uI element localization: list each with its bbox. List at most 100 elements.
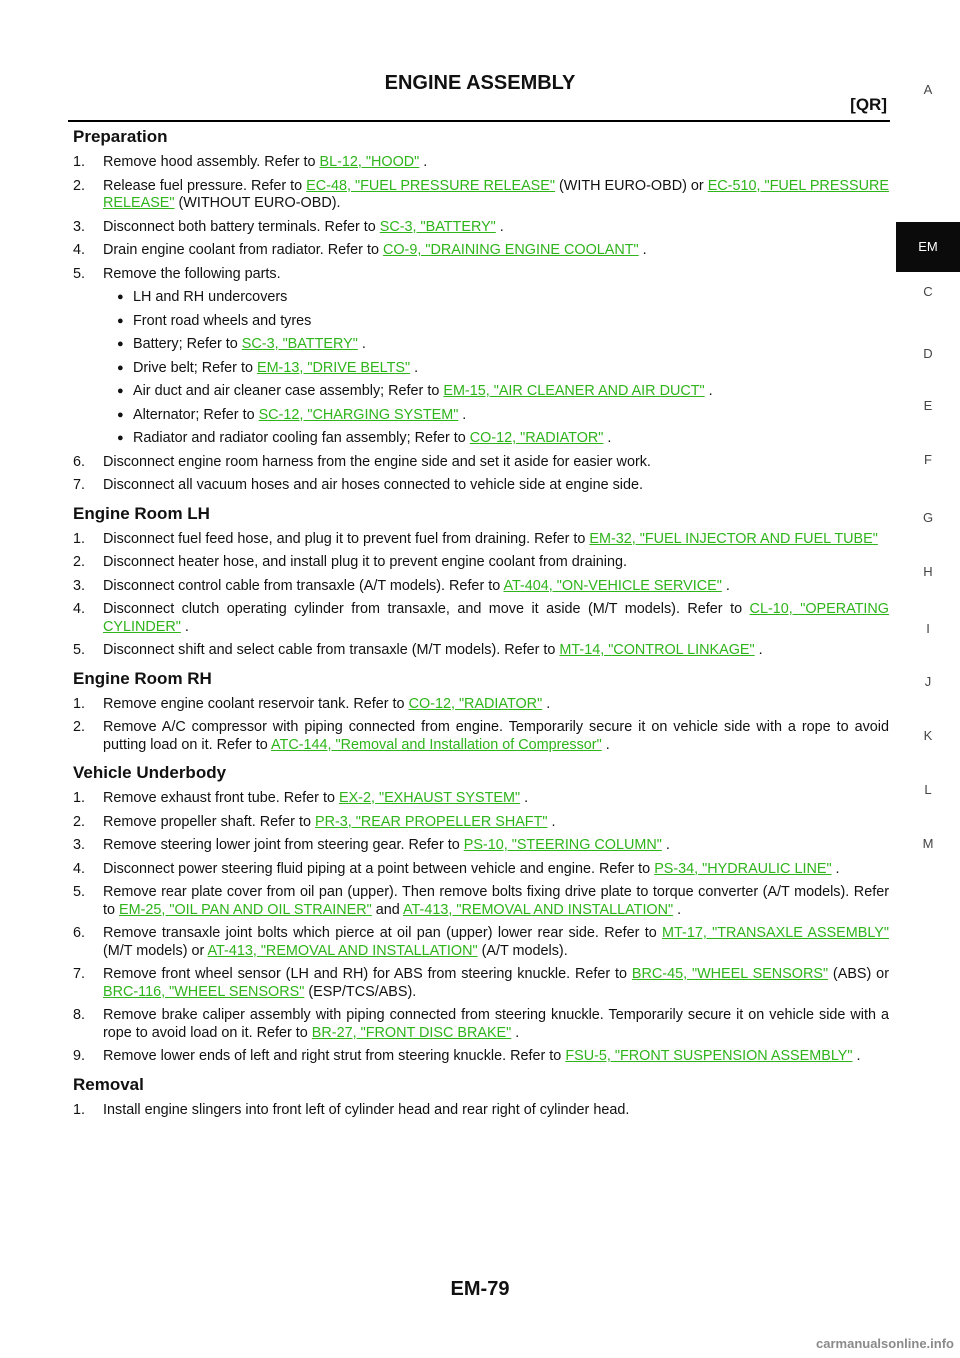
cross-reference-link[interactable]: PS-10, "STEERING COLUMN" <box>463 837 662 853</box>
step-body: Remove A/C compressor with piping connec… <box>103 719 889 753</box>
section-tab-em[interactable]: EM <box>896 222 960 272</box>
cross-reference-link[interactable]: CO-12, "RADIATOR" <box>408 695 543 712</box>
step-text: Release fuel pressure. Refer to <box>103 177 307 194</box>
step-text: Install engine slingers into front left … <box>103 1101 630 1118</box>
cross-reference-link[interactable]: EC-510, "FUEL PRESSURE RELEASE" <box>103 177 890 212</box>
cross-reference-link[interactable]: CO-12, "RADIATOR" <box>469 430 604 446</box>
step-text: . <box>603 430 612 446</box>
step-number: 6. <box>73 453 86 470</box>
step-body: Disconnect shift and select cable from t… <box>103 642 763 658</box>
cross-reference-link[interactable]: MT-14, "CONTROL LINKAGE" <box>559 642 755 658</box>
cross-reference-link[interactable]: BL-12, "HOOD" <box>319 154 420 170</box>
step-item: 6. Disconnect engine room harness from th… <box>73 454 889 472</box>
section-tab-m[interactable]: M <box>922 836 934 851</box>
bullet-icon: ● <box>117 385 124 397</box>
step-list: 1.Remove exhaust front tube. Refer to EX… <box>73 790 889 1066</box>
section-tab-c[interactable]: C <box>923 284 933 299</box>
step-body: Disconnect heater hose, and install plug… <box>103 554 627 570</box>
step-item: 4.Drain engine coolant from radiator. Re… <box>73 242 889 260</box>
step-item: 7.Remove front wheel sensor (LH and RH) … <box>73 966 889 1001</box>
step-text: Remove propeller shaft. Refer to <box>103 813 315 830</box>
section-tab-a[interactable]: A <box>923 82 933 97</box>
step-body: Remove exhaust front tube. Refer to EX-2… <box>103 790 528 806</box>
cross-reference-link[interactable]: SC-3, "BATTERY" <box>379 218 496 235</box>
step-body: Disconnect both battery terminals. Refer… <box>103 219 504 235</box>
cross-reference-link[interactable]: AT-404, "ON-VEHICLE SERVICE" <box>503 577 722 594</box>
step-number: 6. <box>73 925 86 941</box>
cross-reference-link[interactable]: EC-48, "FUEL PRESSURE RELEASE" <box>306 177 555 194</box>
cross-reference-link[interactable]: FSU-5, "FRONT SUSPENSION ASSEMBLY" <box>565 1048 853 1064</box>
step-item: 3.Disconnect control cable from transaxl… <box>73 578 889 596</box>
step-item: 9.Remove lower ends of left and right st… <box>73 1048 889 1066</box>
step-text: Drain engine coolant from radiator. Refe… <box>103 242 383 258</box>
section-tab-j[interactable]: J <box>924 674 932 689</box>
section-heading: Removal <box>73 1074 144 1094</box>
cross-reference-link[interactable]: MT-17, "TRANSAXLE ASSEMBLY" <box>662 925 889 941</box>
step-body: Disconnect clutch operating cylinder fro… <box>103 601 889 635</box>
cross-reference-link[interactable]: AT-413, "REMOVAL AND INSTALLATION" <box>403 901 674 918</box>
bullet-list: ●LH and RH undercovers●Front road wheels… <box>103 289 889 448</box>
cross-reference-link[interactable]: SC-3, "BATTERY" <box>241 336 358 352</box>
cross-reference-link[interactable]: EX-2, "EXHAUST SYSTEM" <box>338 790 521 806</box>
section-code: [QR] <box>850 95 887 114</box>
step-item: 2.Disconnect heater hose, and install pl… <box>73 554 889 572</box>
step-text: Disconnect fuel feed hose, and plug it t… <box>103 530 590 547</box>
section-tab-h[interactable]: H <box>923 564 933 579</box>
step-text: . <box>852 1048 861 1064</box>
cross-reference-link[interactable]: ATC-144, "Removal and Installation of Co… <box>271 736 602 753</box>
step-text: . <box>673 901 682 918</box>
step-body: Remove lower ends of left and right stru… <box>103 1048 860 1064</box>
cross-reference-link[interactable]: CO-9, "DRAINING ENGINE COOLANT" <box>382 242 639 258</box>
step-item: 8.Remove brake caliper assembly with pip… <box>73 1007 889 1042</box>
step-text: . <box>661 837 670 853</box>
step-number: 1. <box>73 154 86 170</box>
bullet-icon: ● <box>117 432 124 444</box>
cross-reference-link[interactable]: BRC-116, "WHEEL SENSORS" <box>103 983 305 1000</box>
section-tab-f[interactable]: F <box>924 452 932 467</box>
step-item: 3. Disconnect both battery terminals. Ref… <box>73 219 889 237</box>
step-item: 2.Remove propeller shaft. Refer to PR-3,… <box>73 814 889 832</box>
step-text: . <box>495 218 504 235</box>
step-body: Remove rear plate cover from oil pan (up… <box>103 884 889 918</box>
cross-reference-link[interactable]: BRC-45, "WHEEL SENSORS" <box>631 966 829 982</box>
cross-reference-link[interactable]: PS-34, "HYDRAULIC LINE" <box>654 860 832 877</box>
step-body: Remove transaxle joint bolts which pierc… <box>103 925 889 959</box>
cross-reference-link[interactable]: AT-413, "REMOVAL AND INSTALLATION" <box>207 942 478 959</box>
cross-reference-link[interactable]: EM-13, "DRIVE BELTS" <box>256 359 411 376</box>
step-list: 1.Remove engine coolant reservoir tank. … <box>73 696 889 755</box>
step-body: Remove steering lower joint from steerin… <box>103 837 670 853</box>
cross-reference-link[interactable]: SC-12, "CHARGING SYSTEM" <box>258 406 459 423</box>
watermark: carmanualsonline.info <box>816 1336 954 1351</box>
section-tab-i[interactable]: I <box>926 621 930 636</box>
cross-reference-link[interactable]: EM-32, "FUEL INJECTOR AND FUEL TUBE" <box>589 530 878 547</box>
cross-reference-link[interactable]: PR-3, "REAR PROPELLER SHAFT" <box>314 813 548 830</box>
section-tab-l[interactable]: L <box>924 782 932 797</box>
cross-reference-link[interactable]: CL-10, "OPERATING CYLINDER" <box>103 601 890 635</box>
section-tab-k[interactable]: K <box>923 728 933 743</box>
page-title: ENGINE ASSEMBLY <box>384 72 576 94</box>
section-heading: Engine Room LH <box>73 503 210 523</box>
cross-reference-link[interactable]: EM-25, "OIL PAN AND OIL STRAINER" <box>119 901 372 918</box>
step-text: . <box>419 154 428 170</box>
step-list: 1.Disconnect fuel feed hose, and plug it… <box>73 531 889 660</box>
step-text: Disconnect control cable from transaxle … <box>103 577 504 594</box>
section-heading: Engine Room RH <box>73 668 212 688</box>
cross-reference-link[interactable]: BR-27, "FRONT DISC BRAKE" <box>311 1024 512 1041</box>
page-number: EM-79 <box>450 1278 510 1300</box>
step-number: 1. <box>73 695 86 712</box>
step-item: 2.Remove A/C compressor with piping conn… <box>73 719 889 754</box>
step-text: (ABS) or <box>828 966 889 982</box>
step-text: Drive belt; Refer to <box>133 359 257 376</box>
step-number: 3. <box>73 218 86 235</box>
step-text: Disconnect power steering fluid piping a… <box>103 860 655 877</box>
step-number: 4. <box>73 601 86 617</box>
step-text: Remove rear plate cover from oil pan (up… <box>103 884 889 918</box>
section-tab-g[interactable]: G <box>922 510 934 525</box>
step-list: 1.Remove hood assembly. Refer to BL-12, … <box>73 154 889 495</box>
section-tab-d[interactable]: D <box>923 346 933 361</box>
step-body: Disconnect engine room harness from the … <box>103 454 651 470</box>
step-text: . <box>520 790 529 806</box>
cross-reference-link[interactable]: EM-15, "AIR CLEANER AND AIR DUCT" <box>443 383 705 399</box>
section-tab-e[interactable]: E <box>923 398 933 413</box>
bullet-icon: ● <box>117 338 124 350</box>
